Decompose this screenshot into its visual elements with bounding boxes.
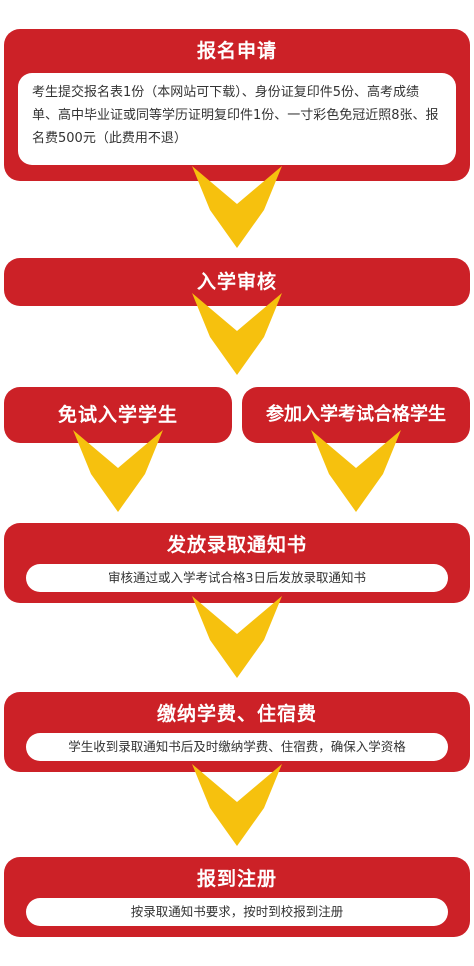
chevron-down-arrow-icon <box>192 166 282 248</box>
step-notice-box: 发放录取通知书 审核通过或入学考试合格3日后发放录取通知书 <box>4 523 470 603</box>
step-fees-desc: 学生收到录取通知书后及时缴纳学费、住宿费，确保入学资格 <box>26 733 448 761</box>
step-register-box: 报到注册 按录取通知书要求，按时到校报到注册 <box>4 857 470 937</box>
step-review-title: 入学审核 <box>196 271 277 293</box>
branch-exam-title: 参加入学考试合格学生 <box>266 404 446 425</box>
step-notice-title: 发放录取通知书 <box>166 534 307 556</box>
step-apply-box: 报名申请 考生提交报名表1份（本网站可下载）、身份证复印件5份、高考成绩单、高中… <box>4 29 470 181</box>
step-fees-box: 缴纳学费、住宿费 学生收到录取通知书后及时缴纳学费、住宿费，确保入学资格 <box>4 692 470 772</box>
chevron-down-arrow-icon <box>73 430 163 512</box>
step-fees-title: 缴纳学费、住宿费 <box>156 703 317 725</box>
step-register-title: 报到注册 <box>196 868 277 890</box>
branch-exempt-title: 免试入学学生 <box>57 404 178 426</box>
chevron-down-arrow-icon <box>192 596 282 678</box>
branch-exempt-box: 免试入学学生 <box>4 387 232 443</box>
branch-exam-box: 参加入学考试合格学生 <box>242 387 470 443</box>
chevron-down-arrow-icon <box>192 764 282 846</box>
step-apply-title: 报名申请 <box>196 40 277 62</box>
step-register-desc: 按录取通知书要求，按时到校报到注册 <box>26 898 448 926</box>
step-apply-desc: 考生提交报名表1份（本网站可下载）、身份证复印件5份、高考成绩单、高中毕业证或同… <box>18 73 456 165</box>
chevron-down-arrow-icon <box>192 293 282 375</box>
chevron-down-arrow-icon <box>311 430 401 512</box>
step-notice-desc: 审核通过或入学考试合格3日后发放录取通知书 <box>26 564 448 592</box>
step-review-box: 入学审核 <box>4 258 470 306</box>
